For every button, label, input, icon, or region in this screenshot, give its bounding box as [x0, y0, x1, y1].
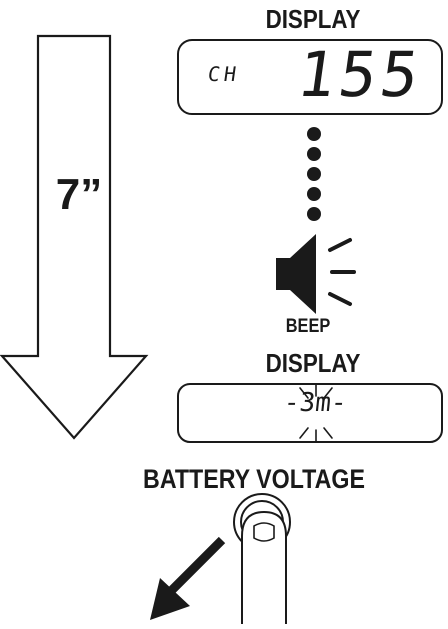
beep-label: BEEP	[285, 316, 331, 337]
hold-duration-label: 7”	[55, 170, 103, 219]
channel-number: 155	[292, 38, 428, 111]
battery-voltage-label: BATTERY VOLTAGE	[143, 464, 365, 494]
finger-press-icon	[233, 493, 291, 624]
display-bottom-label: DISPLAY	[265, 348, 361, 378]
diagonal-arrow-icon	[150, 536, 226, 620]
timer-readout: -3m-	[282, 388, 349, 418]
speaker-icon	[276, 234, 356, 314]
display-top-label: DISPLAY	[265, 4, 361, 34]
display-top-box	[177, 39, 443, 115]
channel-prefix: CH	[206, 62, 242, 86]
dots-icon	[307, 127, 321, 221]
down-arrow-icon	[0, 34, 149, 440]
blink-icon	[299, 383, 333, 443]
display-bottom-box	[177, 383, 443, 443]
